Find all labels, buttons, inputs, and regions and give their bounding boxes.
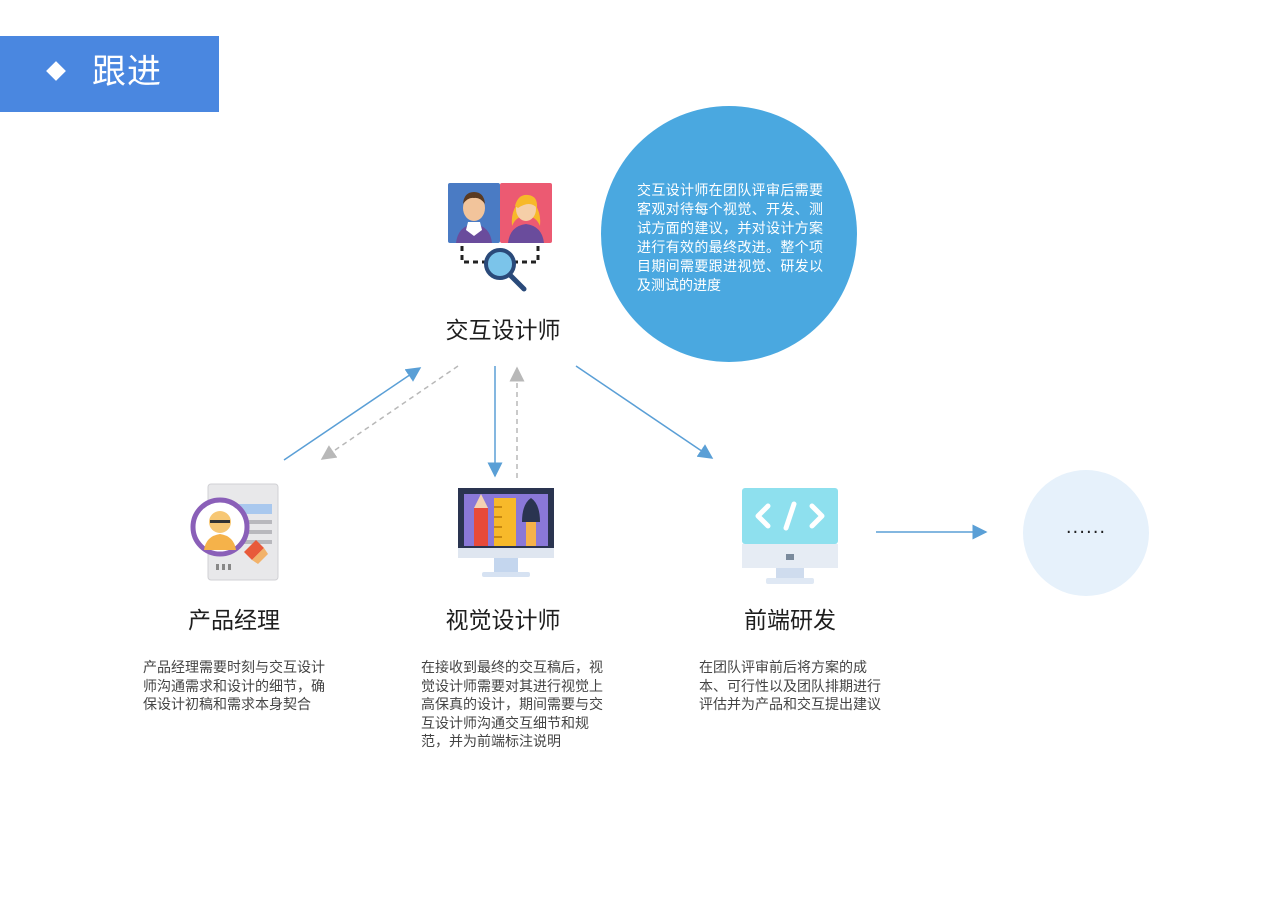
note-bubble-text: 交互设计师在团队评审后需要客观对待每个视觉、开发、测试方面的建议，并对设计方案进…	[637, 183, 823, 294]
arrow-ixd-to-pm	[320, 365, 459, 460]
section-title: 跟进	[92, 52, 162, 92]
note-bubble	[601, 106, 857, 362]
design-monitor-icon	[458, 488, 554, 577]
code-monitor-icon	[742, 488, 838, 584]
node-label-fe: 前端研发	[744, 608, 836, 634]
section-header	[0, 36, 219, 112]
profile-document-icon	[190, 483, 279, 581]
more-node-label: ......	[1065, 517, 1107, 538]
node-label-visual: 视觉设计师	[445, 608, 561, 634]
node-desc-pm: 产品经理需要时刻与交互设计师沟通需求和设计的细节，确保设计初稿和需求本身契合	[143, 660, 325, 713]
arrow-pm-to-ixd	[283, 367, 422, 461]
arrow-ixd-to-fe	[575, 365, 714, 459]
node-label-pm: 产品经理	[188, 608, 280, 634]
more-node	[1023, 470, 1149, 596]
user-review-icon	[448, 183, 552, 292]
node-desc-fe: 在团队评审前后将方案的成本、可行性以及团队排期进行评估并为产品和交互提出建议	[699, 660, 881, 713]
node-label-ixd: 交互设计师	[445, 318, 561, 344]
node-desc-visual: 在接收到最终的交互稿后，视觉设计师需要对其进行视觉上高保真的设计，期间需要与交互…	[421, 660, 603, 750]
